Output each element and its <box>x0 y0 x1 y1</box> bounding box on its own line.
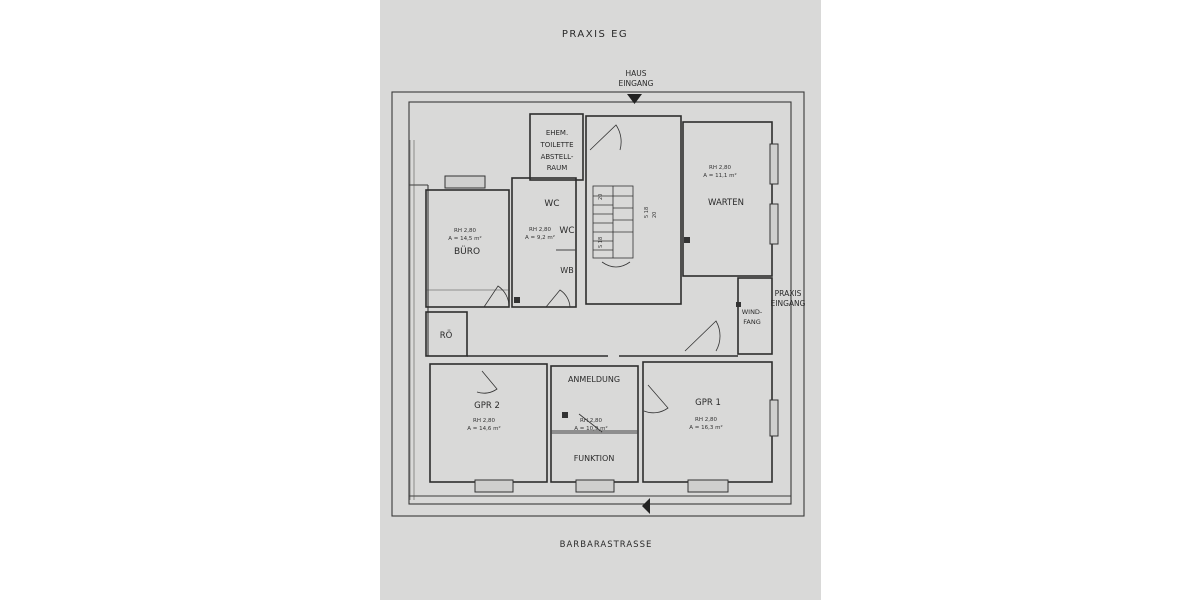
room-storage-wall <box>529 113 584 181</box>
warten-name: WARTEN <box>708 198 744 208</box>
gpr1-name: GPR 1 <box>695 398 721 408</box>
house-entrance-arrow <box>627 94 642 104</box>
stair-label-1: 20 <box>598 194 604 200</box>
storage-line-1: EHEM. <box>546 129 568 137</box>
room-roe-wall <box>425 311 468 357</box>
buero-area: A = 14,5 m² <box>448 235 481 242</box>
room-warten-wall <box>682 121 773 277</box>
stair-label-2: S 18 <box>598 237 604 248</box>
storage-line-4: RAUM <box>547 164 568 172</box>
room-buero-wall <box>425 189 510 308</box>
floor-plan-sheet: PRAXIS EG <box>380 0 821 600</box>
windfang-line-2: FANG <box>743 318 761 326</box>
house-entrance-label-1: HAUS <box>625 69 646 78</box>
practice-entrance-label-1: PRAXIS <box>775 289 802 298</box>
room-labels: RH 2,80 A = 14,5 m² BÜRO WC RH 2,80 A = … <box>440 129 763 463</box>
buero-rh: RH 2,80 <box>454 228 476 234</box>
funktion-rh: RH 2,80 <box>580 418 602 424</box>
anmeldung-name: ANMELDUNG <box>568 375 620 384</box>
storage-line-2: TOILETTE <box>539 141 573 149</box>
wc-rh: RH 2,80 <box>529 227 551 233</box>
staircase <box>592 185 634 268</box>
practice-entrance-label-2: EINGANG <box>771 299 806 308</box>
wc-name-2: WC <box>559 226 574 236</box>
markers <box>514 237 741 418</box>
wc-name-1: WC <box>544 199 559 209</box>
warten-rh: RH 2,80 <box>709 165 731 171</box>
stair-label-4: 20 <box>652 212 658 218</box>
left-wall-hatch <box>409 140 415 500</box>
house-entrance-label-2: EINGANG <box>619 79 654 88</box>
partitions <box>426 249 638 434</box>
gpr1-area: A = 16,3 m² <box>689 424 722 431</box>
gpr2-name: GPR 2 <box>474 401 500 411</box>
floor-plan: PRAXIS EG <box>391 29 806 550</box>
room-walls <box>425 113 773 483</box>
stair-hall-wall <box>585 115 682 305</box>
stair-label-3: 5 18 <box>644 207 650 218</box>
warten-area: A = 11,1 m² <box>703 172 736 179</box>
windows <box>444 143 779 493</box>
funktion-name: FUNKTION <box>574 454 615 463</box>
street-entrance-arrow <box>642 498 650 514</box>
funktion-area: A = 10,9 m² <box>574 425 607 432</box>
gpr2-rh: RH 2,80 <box>473 418 495 424</box>
wc-area: A = 9,2 m² <box>525 234 555 241</box>
wb-name: WB <box>560 266 573 275</box>
outer-walls <box>391 91 805 517</box>
storage-line-3: ABSTELL- <box>541 153 574 161</box>
door-swings <box>476 124 721 433</box>
plan-title: PRAXIS EG <box>562 29 628 40</box>
buero-name: BÜRO <box>454 246 480 257</box>
street-name: BARBARASTRASSE <box>560 540 653 550</box>
gpr2-area: A = 14,6 m² <box>467 425 500 432</box>
gpr1-rh: RH 2,80 <box>695 417 717 423</box>
room-windfang-wall <box>737 277 773 355</box>
room-wc-wall <box>511 177 577 308</box>
windfang-line-1: WIND- <box>742 308 763 316</box>
roe-name: RÖ <box>440 330 453 341</box>
